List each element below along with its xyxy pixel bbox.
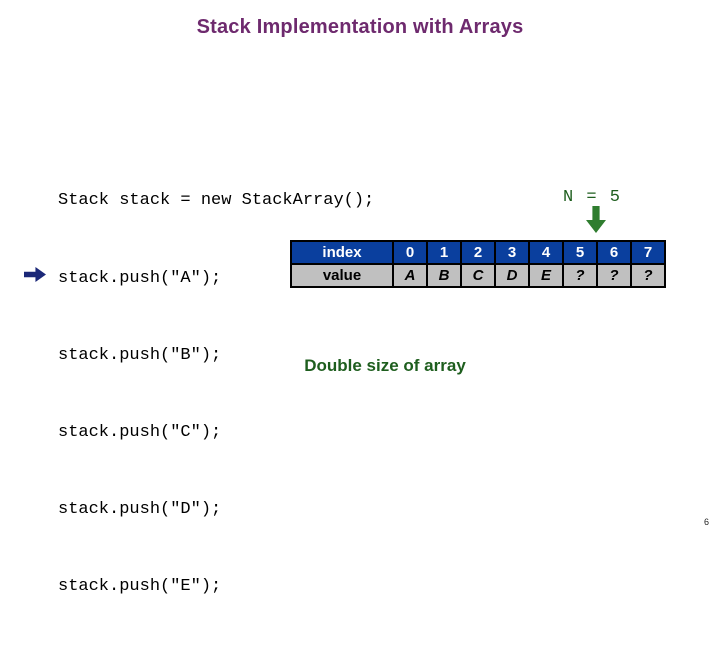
index-cell: 0 — [392, 240, 428, 265]
index-row: index 0 1 2 3 4 5 6 7 — [290, 240, 666, 265]
down-arrow-icon — [586, 206, 606, 233]
n-count-label: N = 5 — [563, 188, 622, 207]
code-line-current: stack.push("E"); — [58, 576, 222, 596]
current-line-arrow-icon — [24, 267, 46, 282]
index-cell: 3 — [494, 240, 530, 265]
slide: Stack Implementation with Arrays Stack s… — [24, 16, 710, 596]
index-cell: 5 — [562, 240, 598, 265]
value-cell: ? — [596, 263, 632, 288]
value-cell: D — [494, 263, 530, 288]
code-line: stack.push("C"); — [58, 422, 222, 442]
value-cell: B — [426, 263, 462, 288]
index-cell: 6 — [596, 240, 632, 265]
array-table: index 0 1 2 3 4 5 6 7 value A B C D E ? … — [290, 240, 666, 288]
caption-text: Double size of array — [304, 356, 466, 375]
value-cell: E — [528, 263, 564, 288]
page-number: 6 — [704, 517, 710, 527]
code-line: stack.push("A"); — [58, 268, 222, 288]
value-label-cell: value — [290, 263, 394, 288]
index-header-cell: index — [290, 240, 394, 265]
value-cell: C — [460, 263, 496, 288]
code-line: stack.push("B"); — [58, 345, 222, 365]
value-cell: ? — [630, 263, 666, 288]
index-cell: 2 — [460, 240, 496, 265]
code-block: Stack stack = new StackArray(); stack.pu… — [58, 137, 374, 651]
code-line: stack.push("D"); — [58, 499, 222, 519]
index-cell: 4 — [528, 240, 564, 265]
value-cell: ? — [562, 263, 598, 288]
code-line: Stack stack = new StackArray(); — [58, 191, 375, 211]
page-title: Stack Implementation with Arrays — [196, 16, 524, 38]
value-cell: A — [392, 263, 428, 288]
value-row: value A B C D E ? ? ? — [290, 263, 666, 288]
index-cell: 7 — [630, 240, 666, 265]
index-cell: 1 — [426, 240, 462, 265]
